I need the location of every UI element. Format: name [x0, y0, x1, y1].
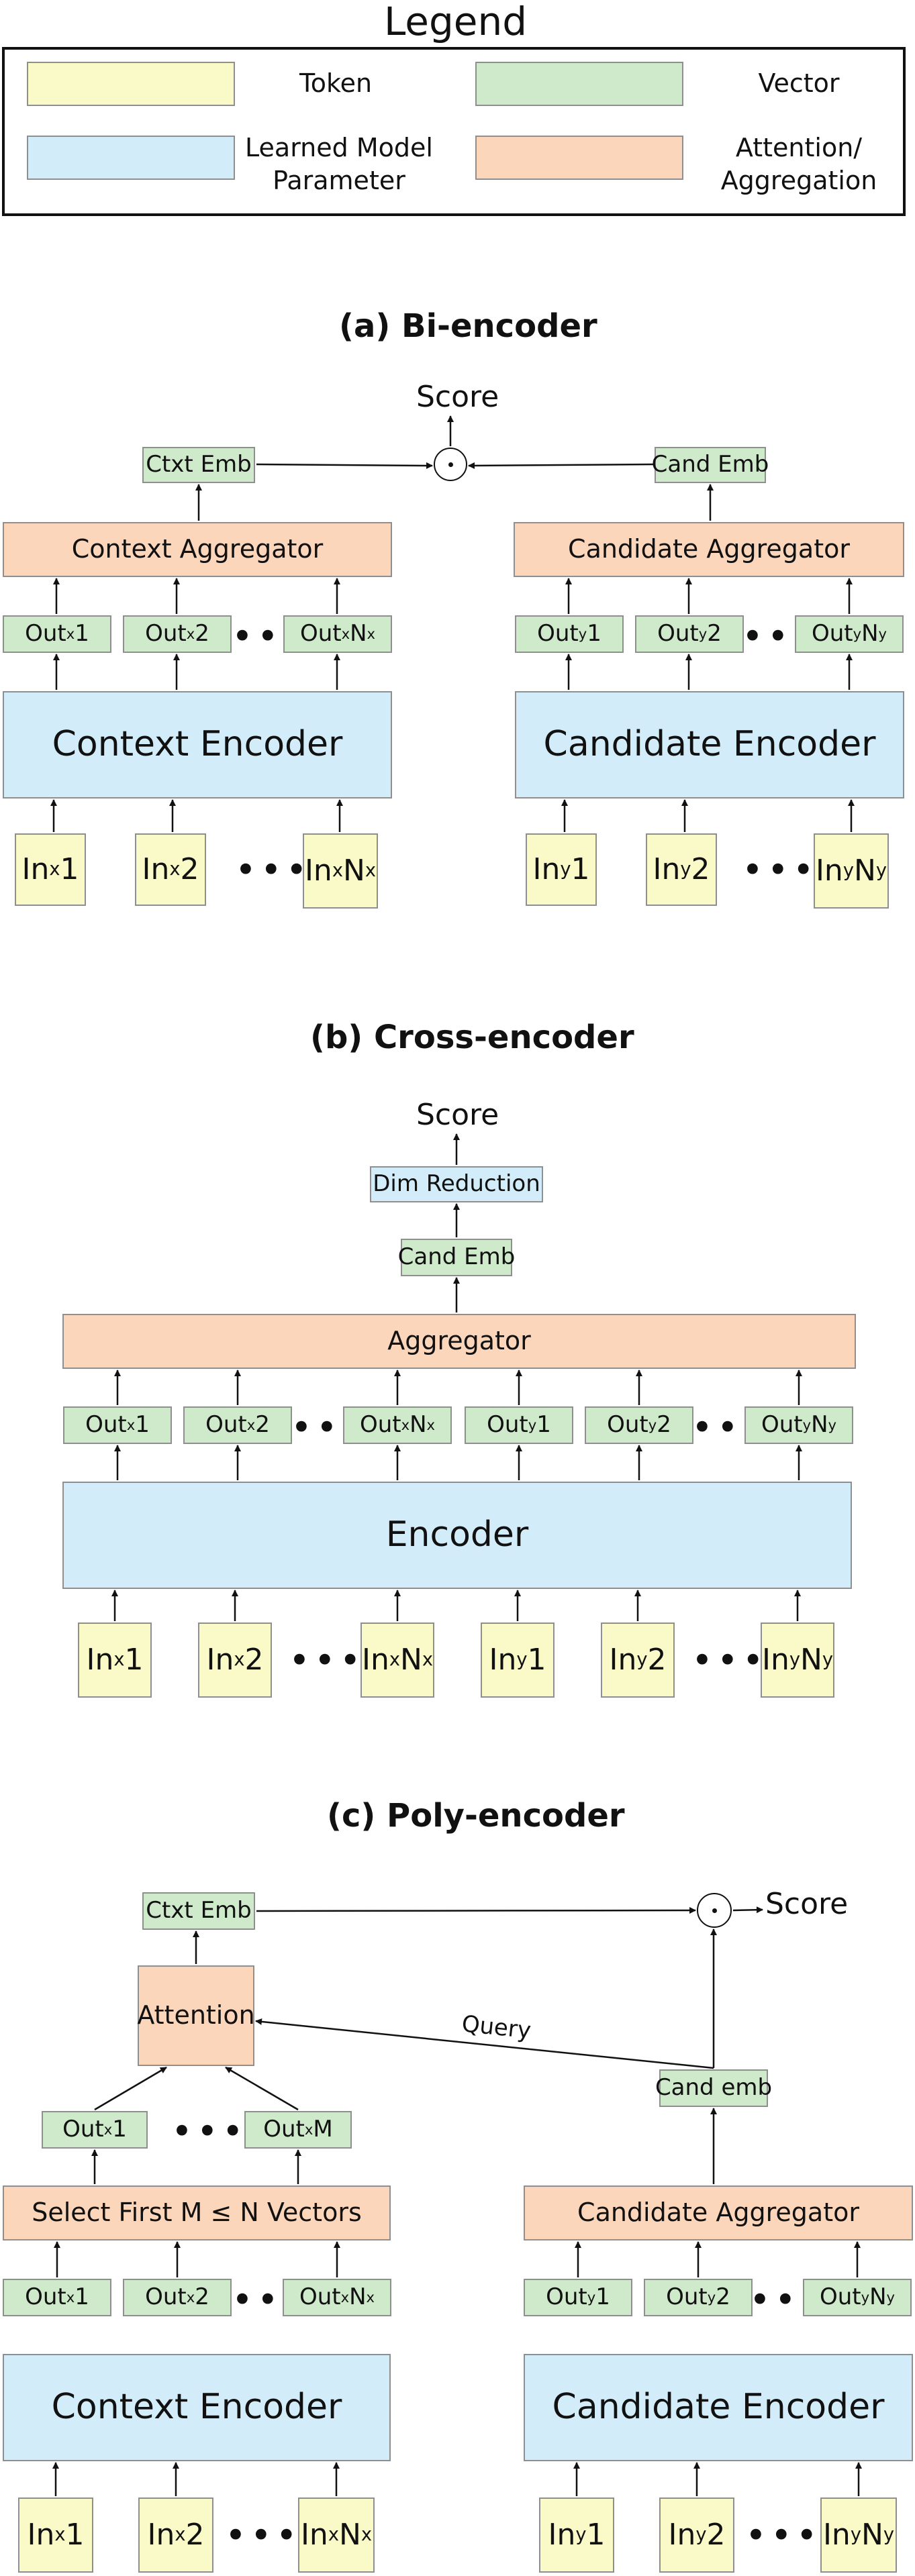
cross-in-x-ellipsis: ••• — [289, 1639, 365, 1682]
legend-attn-swatch — [475, 136, 683, 180]
legend-token-label: Token — [299, 68, 373, 98]
bi-ctxt-emb: Ctxt Emb — [142, 447, 255, 483]
bi-dot-product-icon — [434, 448, 467, 481]
flow-arrow-22 — [468, 462, 654, 469]
bi-score-label: Score — [416, 380, 499, 414]
legend-vector-label: Vector — [758, 68, 840, 98]
cross-encoder: Encoder — [62, 1482, 852, 1589]
poly-code-ellipsis: ••• — [171, 2110, 248, 2153]
bi-candidate-encoder: Candidate Encoder — [515, 691, 904, 798]
bi-encoder-title: (a) Bi-encoder — [339, 307, 597, 345]
cross-score-label: Score — [416, 1098, 499, 1132]
poly-ctxt-emb: Ctxt Emb — [142, 1892, 255, 1930]
legend-param-label: Learned Model Parameter — [238, 132, 440, 198]
poly-in-x-ellipsis: ••• — [225, 2514, 301, 2557]
legend-param-swatch — [27, 136, 235, 180]
poly-in-y-ellipsis: ••• — [745, 2514, 822, 2557]
poly-candidate-aggregator: Candidate Aggregator — [524, 2185, 913, 2240]
legend-attn-line2: Aggregation — [720, 166, 877, 196]
legend-attn-label: Attention/ Aggregation — [698, 132, 900, 198]
cross-aggregator: Aggregator — [62, 1314, 856, 1369]
legend-vector-swatch — [475, 62, 683, 106]
flow-arrow-60 — [225, 2066, 299, 2111]
poly-candidate-encoder: Candidate Encoder — [524, 2354, 913, 2461]
cross-in-y-ellipsis: ••• — [691, 1639, 768, 1682]
bi-context-aggregator: Context Aggregator — [3, 522, 392, 577]
legend-title: Legend — [384, 0, 528, 44]
bi-context-encoder: Context Encoder — [3, 691, 392, 798]
legend-attn-line1: Attention/ — [735, 133, 863, 162]
flow-arrow-21 — [256, 462, 433, 469]
poly-encoder-title: (c) Poly-encoder — [327, 1797, 625, 1835]
poly-score-label: Score — [765, 1887, 849, 1921]
flow-arrow-62 — [256, 1907, 696, 1914]
cross-encoder-title: (b) Cross-encoder — [310, 1019, 634, 1056]
poly-dot-product-icon — [697, 1893, 732, 1928]
legend-param-line1: Learned Model — [245, 133, 433, 162]
bi-candidate-aggregator: Candidate Aggregator — [514, 522, 904, 577]
bi-in-y-ellipsis: ••• — [742, 849, 818, 891]
poly-context-encoder: Context Encoder — [3, 2354, 391, 2461]
cross-dim-reduction: Dim Reduction — [370, 1166, 543, 1202]
flow-arrow-59 — [94, 2066, 167, 2111]
legend-param-line2: Parameter — [273, 166, 405, 196]
flow-arrow-65 — [255, 2018, 714, 2069]
bi-in-x-ellipsis: ••• — [235, 849, 311, 891]
poly-attention: Attention — [137, 1965, 255, 2066]
bi-cand-emb: Cand Emb — [652, 447, 769, 483]
legend-frame — [2, 47, 906, 216]
legend-token-swatch — [27, 62, 235, 106]
poly-cand-emb: Cand emb — [655, 2069, 772, 2107]
poly-select-first-m: Select First M ≤ N Vectors — [3, 2185, 391, 2240]
cross-cand-emb: Cand Emb — [398, 1239, 515, 1276]
